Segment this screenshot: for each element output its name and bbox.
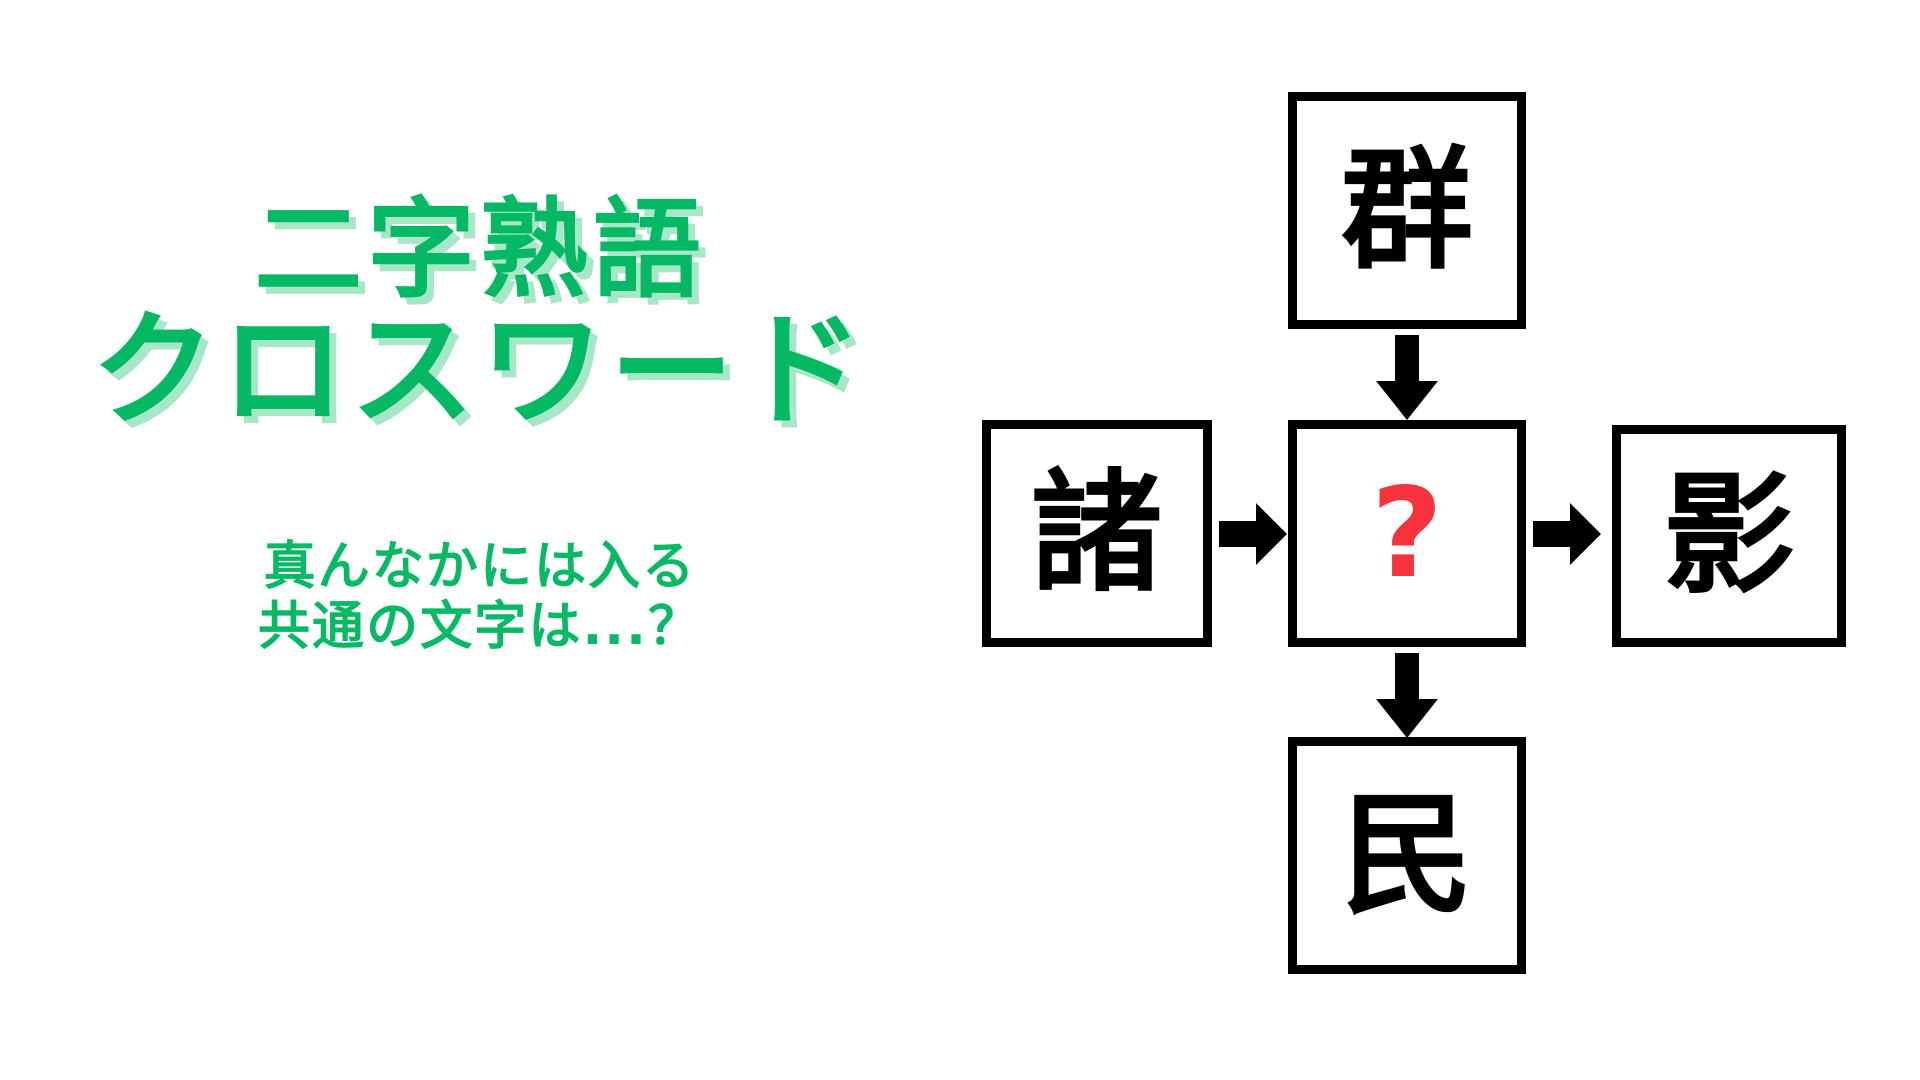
arrow-down-bottom-icon xyxy=(1368,653,1446,738)
title-panel: 二字熟語 クロスワード 真んなかには入る 共通の文字は...？ xyxy=(0,188,960,658)
grid-cell-center-answer[interactable]: ? xyxy=(1288,420,1526,647)
kanji-left: 諸 xyxy=(1031,456,1163,611)
subtitle-line-1: 真んなかには入る xyxy=(263,537,697,597)
page-title: 二字熟語 クロスワード xyxy=(0,188,960,444)
grid-cell-top[interactable]: 群 xyxy=(1288,92,1526,329)
subtitle-line-2: 共通の文字は...？ xyxy=(257,597,703,658)
page-subtitle: 真んなかには入る 共通の文字は...？ xyxy=(0,537,960,658)
answer-question-mark: ? xyxy=(1371,461,1443,606)
arrow-down-top-icon xyxy=(1368,335,1446,420)
grid-cell-bottom[interactable]: 民 xyxy=(1288,737,1526,974)
title-line-1: 二字熟語 xyxy=(254,188,706,313)
kanji-bottom: 民 xyxy=(1341,778,1473,933)
arrow-right-right-icon xyxy=(1533,500,1601,568)
grid-cell-left[interactable]: 諸 xyxy=(982,420,1212,647)
kanji-top: 群 xyxy=(1341,133,1473,288)
title-line-2: クロスワード xyxy=(91,299,869,444)
grid-cell-right[interactable]: 影 xyxy=(1612,425,1846,647)
arrow-right-left-icon xyxy=(1219,500,1287,568)
kanji-right: 影 xyxy=(1663,459,1795,613)
crossword-grid: 群 諸 ? 影 xyxy=(960,0,1920,1080)
